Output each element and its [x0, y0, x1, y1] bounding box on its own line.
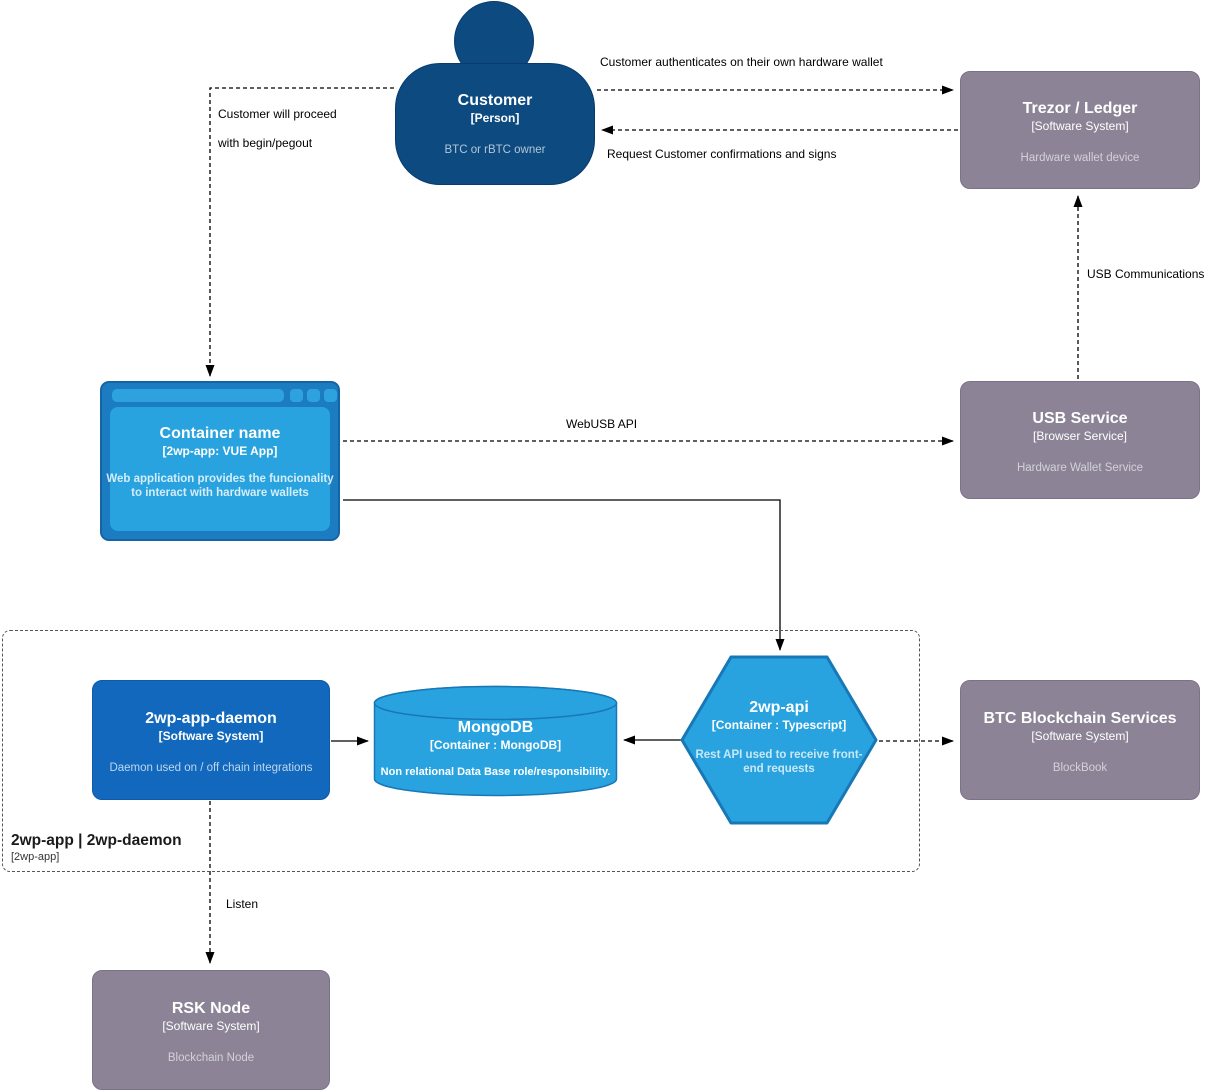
connector-webapp-api — [343, 499, 785, 651]
node-title: Container name — [159, 425, 281, 442]
node-title: Customer — [457, 92, 533, 109]
node-rsk-node[interactable]: RSK Node [Software System] Blockchain No… — [92, 970, 330, 1090]
node-description: Hardware Wallet Service — [1016, 461, 1144, 474]
person-body — [395, 63, 595, 185]
boundary-subtitle: [2wp-app] — [11, 851, 60, 863]
boundary-title: 2wp-app | 2wp-daemon — [11, 832, 182, 850]
node-description: BlockBook — [1052, 761, 1108, 774]
connector-customer-webapp — [205, 87, 394, 377]
node-subtitle: [Person] — [470, 111, 520, 126]
node-description: Web application provides the funcionalit… — [106, 472, 334, 499]
node-subtitle: [Container : Typescript] — [711, 718, 847, 733]
browser-window-button-icon — [307, 389, 320, 402]
node-btc-blockchain-services[interactable]: BTC Blockchain Services [Software System… — [960, 680, 1200, 800]
edge-label-proceed-2: with begin/pegout — [218, 136, 313, 150]
customer-text: Customer [Person] BTC or rBTC owner — [395, 92, 595, 157]
node-title: USB Service — [1032, 410, 1128, 427]
node-subtitle: [Software System] — [162, 1019, 260, 1034]
edge-label-webusb: WebUSB API — [566, 417, 638, 431]
btc-text: BTC Blockchain Services [Software System… — [961, 710, 1199, 775]
edge-label-confirmations: Request Customer confirmations and signs — [607, 147, 837, 161]
node-title: RSK Node — [171, 1000, 251, 1017]
browser-content-panel — [110, 407, 330, 531]
node-subtitle: [Container : MongoDB] — [429, 738, 562, 753]
boundary-2wp-app[interactable]: 2wp-app | 2wp-daemon [2wp-app] — [2, 630, 920, 872]
daemon-text: 2wp-app-daemon [Software System] Daemon … — [93, 710, 329, 775]
node-trezor-ledger[interactable]: Trezor / Ledger [Software System] Hardwa… — [960, 71, 1200, 189]
node-description: Non relational Data Base role/responsibi… — [380, 765, 611, 778]
node-mongodb[interactable]: MongoDB [Container : MongoDB] Non relati… — [373, 685, 618, 797]
node-2wp-app-daemon[interactable]: 2wp-app-daemon [Software System] Daemon … — [92, 680, 330, 800]
node-title: 2wp-app-daemon — [145, 710, 277, 727]
node-subtitle: [2wp-app: VUE App] — [162, 444, 278, 459]
mongodb-text: MongoDB [Container : MongoDB] Non relati… — [373, 719, 618, 779]
node-subtitle: [Browser Service] — [1032, 429, 1128, 444]
trezor-text: Trezor / Ledger [Software System] Hardwa… — [961, 100, 1199, 165]
node-webapp-container[interactable]: Container name [2wp-app: VUE App] Web ap… — [100, 381, 340, 541]
boundary-label: 2wp-app | 2wp-daemon [2wp-app] — [11, 832, 182, 863]
database-cylinder-icon — [373, 685, 618, 797]
browser-window-button-icon — [290, 389, 303, 402]
node-2wp-api[interactable]: 2wp-api [Container : Typescript] Rest AP… — [680, 655, 878, 825]
edge-label-usb-comm: USB Communications — [1087, 267, 1205, 281]
node-description: Blockchain Node — [167, 1051, 255, 1064]
node-title: MongoDB — [457, 719, 534, 736]
api-text: 2wp-api [Container : Typescript] Rest AP… — [680, 699, 878, 776]
node-usb-service[interactable]: USB Service [Browser Service] Hardware W… — [960, 381, 1200, 499]
node-subtitle: [Software System] — [1031, 729, 1129, 744]
node-description: Hardware wallet device — [1020, 151, 1140, 164]
edge-label-authenticate: Customer authenticates on their own hard… — [600, 55, 883, 69]
usb-service-text: USB Service [Browser Service] Hardware W… — [961, 410, 1199, 475]
node-description: Daemon used on / off chain integrations — [109, 761, 313, 774]
node-subtitle: [Software System] — [158, 729, 264, 744]
browser-window-button-icon — [324, 389, 337, 402]
node-subtitle: [Software System] — [1031, 119, 1129, 134]
node-title: BTC Blockchain Services — [983, 710, 1177, 727]
node-title: Trezor / Ledger — [1022, 100, 1138, 117]
hexagon-shape-icon — [680, 655, 878, 825]
rsk-text: RSK Node [Software System] Blockchain No… — [93, 1000, 329, 1065]
webapp-text: Container name [2wp-app: VUE App] Web ap… — [102, 425, 338, 500]
edge-label-listen: Listen — [226, 897, 259, 911]
node-description: Rest API used to receive front-end reque… — [695, 748, 863, 775]
node-title: 2wp-api — [749, 699, 809, 716]
edge-label-proceed-1: Customer will proceed — [218, 107, 337, 121]
browser-address-bar — [112, 389, 284, 402]
node-description: BTC or rBTC owner — [444, 143, 546, 156]
